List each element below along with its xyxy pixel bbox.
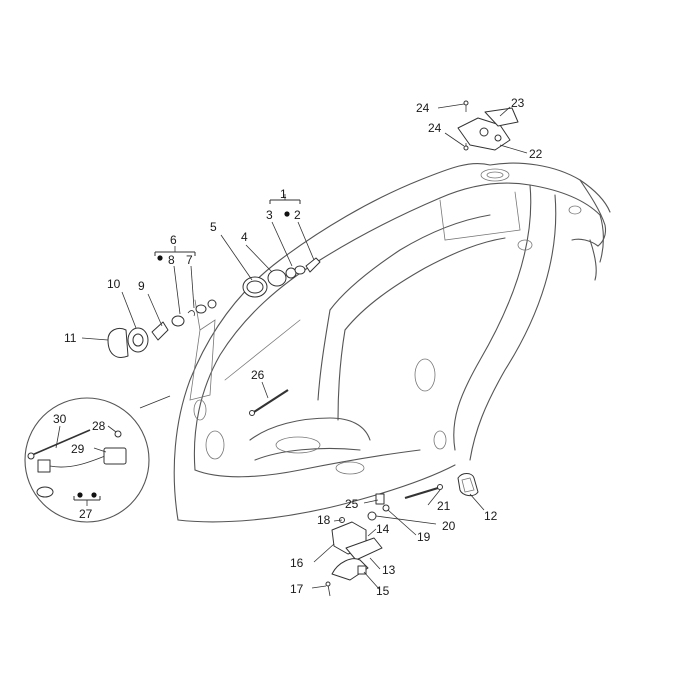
label-8: 8 [168,253,175,267]
label-26: 26 [251,368,265,382]
part-labels: 1 3 2 4 5 6 8 7 9 10 11 24 23 24 22 26 3… [53,96,543,598]
label-20: 20 [442,519,456,533]
label-29: 29 [71,442,85,456]
leader-lines [55,103,528,591]
kit-dot-3 [284,211,290,217]
label-6: 6 [170,233,177,247]
rod-26 [249,389,289,416]
label-3: 3 [266,208,273,222]
label-18: 18 [317,513,331,527]
label-22: 22 [529,147,543,161]
label-10: 10 [107,277,121,291]
label-25: 25 [345,497,359,511]
detail-inset [24,395,171,523]
label-4: 4 [241,230,248,244]
label-12: 12 [484,509,498,523]
kit-dot-27a [77,492,83,498]
kit-dot-27b [91,492,97,498]
label-23: 23 [511,96,525,110]
kit-dots [77,211,290,498]
frame-body [173,162,611,523]
label-30: 30 [53,412,67,426]
label-9: 9 [138,279,145,293]
horn-group-6-11 [107,299,217,358]
label-11: 11 [64,331,77,345]
kit-dot-8 [157,255,163,261]
label-27: 27 [79,507,93,521]
gasket-12 [457,473,479,497]
lower-bracket-group [325,493,390,597]
label-24b: 24 [428,121,442,135]
label-15: 15 [376,584,390,598]
label-1: 1 [280,187,287,201]
label-21: 21 [437,499,451,513]
lock-group-1-5 [242,257,321,298]
rod-21 [404,484,443,500]
bracket-22-23 [457,100,519,151]
label-2: 2 [294,208,301,222]
label-14: 14 [376,522,390,536]
label-5: 5 [210,220,217,234]
label-28: 28 [92,419,106,433]
label-16: 16 [290,556,304,570]
label-19: 19 [417,530,431,544]
label-24a: 24 [416,101,430,115]
label-13: 13 [382,563,396,577]
label-7: 7 [186,253,193,267]
label-17: 17 [290,582,304,596]
